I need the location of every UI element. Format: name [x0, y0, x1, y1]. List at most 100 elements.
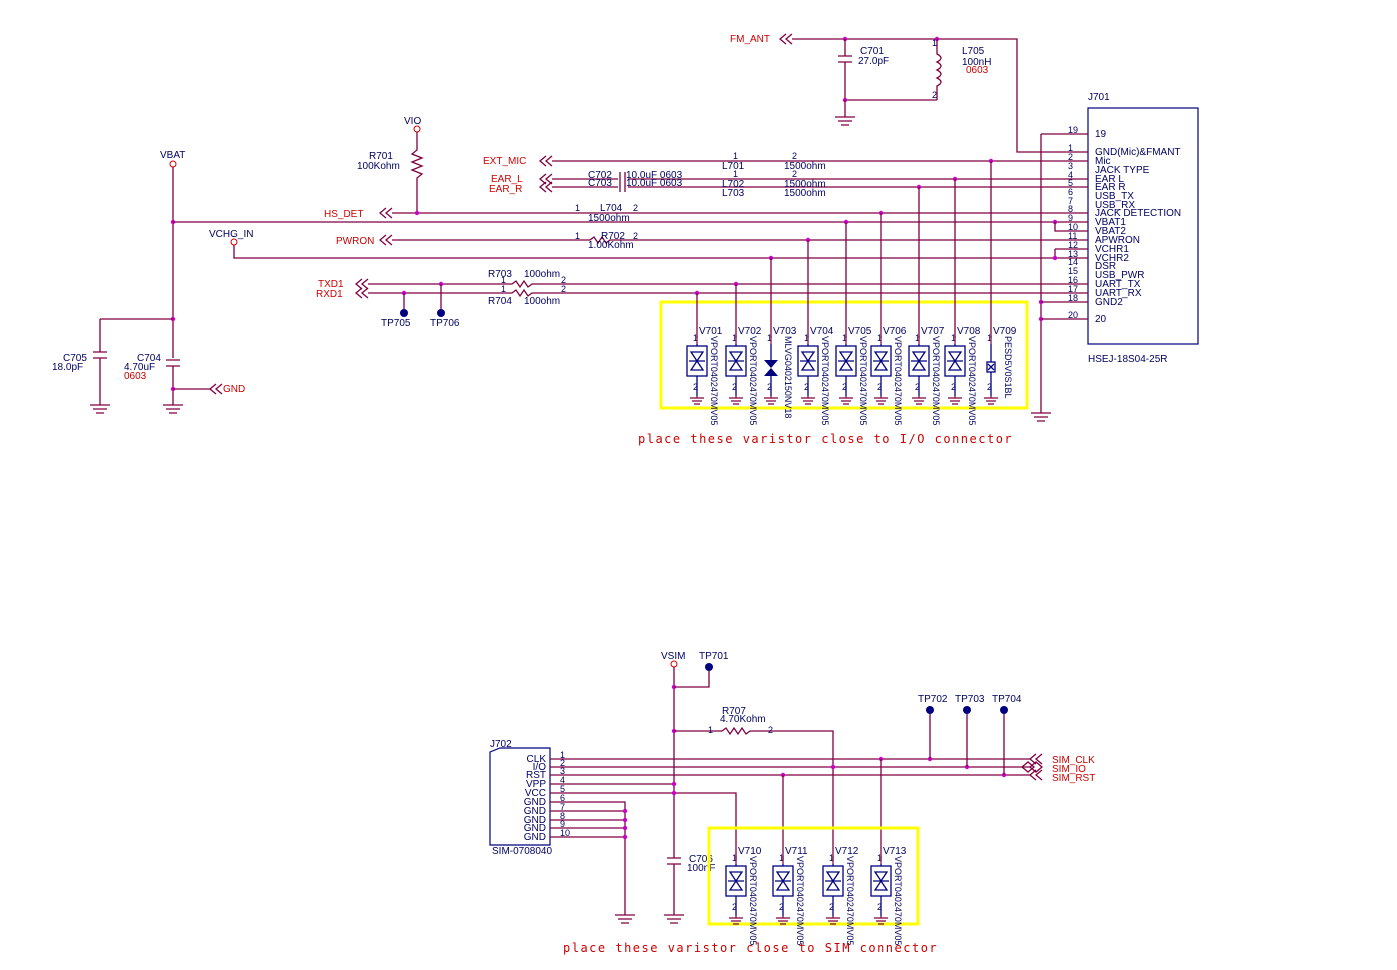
c704-pkg: 0603 — [124, 371, 147, 382]
testpoint-tp704 — [1000, 706, 1008, 714]
pin-label: 2 — [561, 275, 566, 285]
pin-label: 2 — [915, 382, 920, 392]
tp705-label: TP705 — [381, 318, 411, 329]
ground-symbol — [912, 397, 926, 405]
ground-symbol — [801, 397, 815, 405]
ground-symbol — [729, 397, 743, 405]
testpoint-tp706 — [437, 309, 445, 317]
pin-label: 1 — [708, 725, 713, 735]
junction — [671, 781, 677, 787]
pin-label: 2 — [779, 902, 784, 912]
ground-symbol — [874, 397, 888, 405]
j702-pin-number: 9 — [560, 819, 565, 829]
cap-c702-c703 — [619, 172, 626, 192]
net-vsim: VSIM — [661, 651, 685, 662]
pin-label: 2 — [768, 725, 773, 735]
net-arrow — [208, 383, 223, 395]
l702-value: 1500ohm — [784, 179, 826, 190]
j701-pin-name: GND(Mic)&FMANT — [1095, 147, 1181, 158]
j702-pin-number: 7 — [560, 802, 565, 812]
l703-ref: L703 — [722, 188, 745, 199]
pin-label: 1 — [877, 333, 882, 343]
wire — [782, 759, 882, 830]
testpoint-tp705 — [400, 309, 408, 317]
ground-symbol — [839, 397, 853, 405]
net-sim-rst: SIM_RST — [1052, 773, 1095, 784]
c706-value: 100nF — [687, 863, 715, 874]
net-arrow — [354, 287, 369, 299]
varistor-ref: V705 — [848, 326, 872, 337]
c704-ref: C704 — [137, 353, 161, 364]
net-arrow — [778, 33, 793, 45]
l704-value: 1500ohm — [588, 213, 630, 224]
net-hs-det: HS_DET — [324, 209, 363, 220]
varistor-part: MLVG0402150NV18 — [783, 336, 793, 418]
j701-pin-name: UART_TX — [1095, 279, 1141, 290]
net-txd1: TXD1 — [318, 279, 344, 290]
pin-label: 1 — [575, 231, 580, 241]
varistor-diodes — [689, 351, 705, 371]
sim-power-circuit: VSIM C706 100nF TP701 R707 4.70Kohm 1 2 — [661, 651, 834, 924]
varistor-ref: V706 — [883, 326, 907, 337]
pin-label: 1 — [987, 333, 992, 343]
net-arrow — [1028, 753, 1043, 765]
junction — [622, 808, 628, 814]
j701-pin-name: UART_RX — [1095, 288, 1142, 299]
fm-ant-circuit: FM_ANT C701 27.0pF 1 2 L705 100nH 0603 — [730, 33, 1088, 153]
r702-ref: R702 — [601, 231, 625, 242]
r703-value: 100ohm — [524, 269, 560, 280]
c702-ref: C702 — [588, 170, 612, 181]
wire-txd1 — [368, 279, 1088, 289]
l703-value: 1500ohm — [784, 188, 826, 199]
pwron-circuit: PWRON 1 R702 2 1.00Kohm — [336, 231, 1088, 251]
varistor-part: VPORT0402470MV05 — [858, 336, 868, 425]
net-sim-clk: SIM_CLK — [1052, 755, 1095, 766]
varistor-diodes — [947, 351, 963, 371]
r707-value: 4.70Kohm — [720, 714, 766, 725]
varistor-diodes — [838, 351, 854, 371]
pin-label: 2 — [767, 382, 772, 392]
c701-ref: C701 — [860, 46, 884, 57]
wire — [929, 714, 1005, 775]
vbat-port — [169, 160, 177, 168]
varistor-mark — [987, 363, 995, 371]
j702-pin-name: GND — [524, 823, 546, 834]
j702-ref: J702 — [490, 739, 512, 750]
j702-pin-name: CLK — [527, 754, 547, 765]
tp702-label: TP702 — [918, 694, 948, 705]
pin-label: 2 — [987, 382, 992, 392]
wire-pwron — [392, 235, 1088, 245]
wire-fm-ant — [792, 38, 1088, 153]
varistor-diodes — [825, 871, 841, 891]
j702-pin-number: 8 — [560, 811, 565, 821]
varistor-part: VPORT0402470MV05 — [845, 856, 855, 945]
pin-label: 2 — [732, 382, 737, 392]
j701-body — [1087, 107, 1199, 345]
c702-value: 10.0uF 0603 — [626, 170, 683, 181]
tp701-label: TP701 — [699, 651, 729, 662]
gnd-rail — [1031, 133, 1088, 422]
l705-ref: L705 — [962, 46, 985, 57]
j701-pin-number: 4 — [1068, 170, 1073, 180]
varistor-ref: V710 — [738, 846, 762, 857]
j702-pin-name: VPP — [526, 779, 546, 790]
j702-pin-name: I/O — [533, 762, 547, 773]
j702-pin-number: 2 — [560, 758, 565, 768]
l705-pkg: 0603 — [966, 65, 989, 76]
pin-label: 1 — [951, 333, 956, 343]
j701-pin-number: 18 — [1068, 293, 1078, 303]
varistor-diodes — [775, 871, 791, 891]
net-arrow — [1028, 769, 1043, 781]
j701-pin-name: JACK DETECTION — [1095, 208, 1181, 219]
j701-pin-number: 17 — [1068, 284, 1078, 294]
